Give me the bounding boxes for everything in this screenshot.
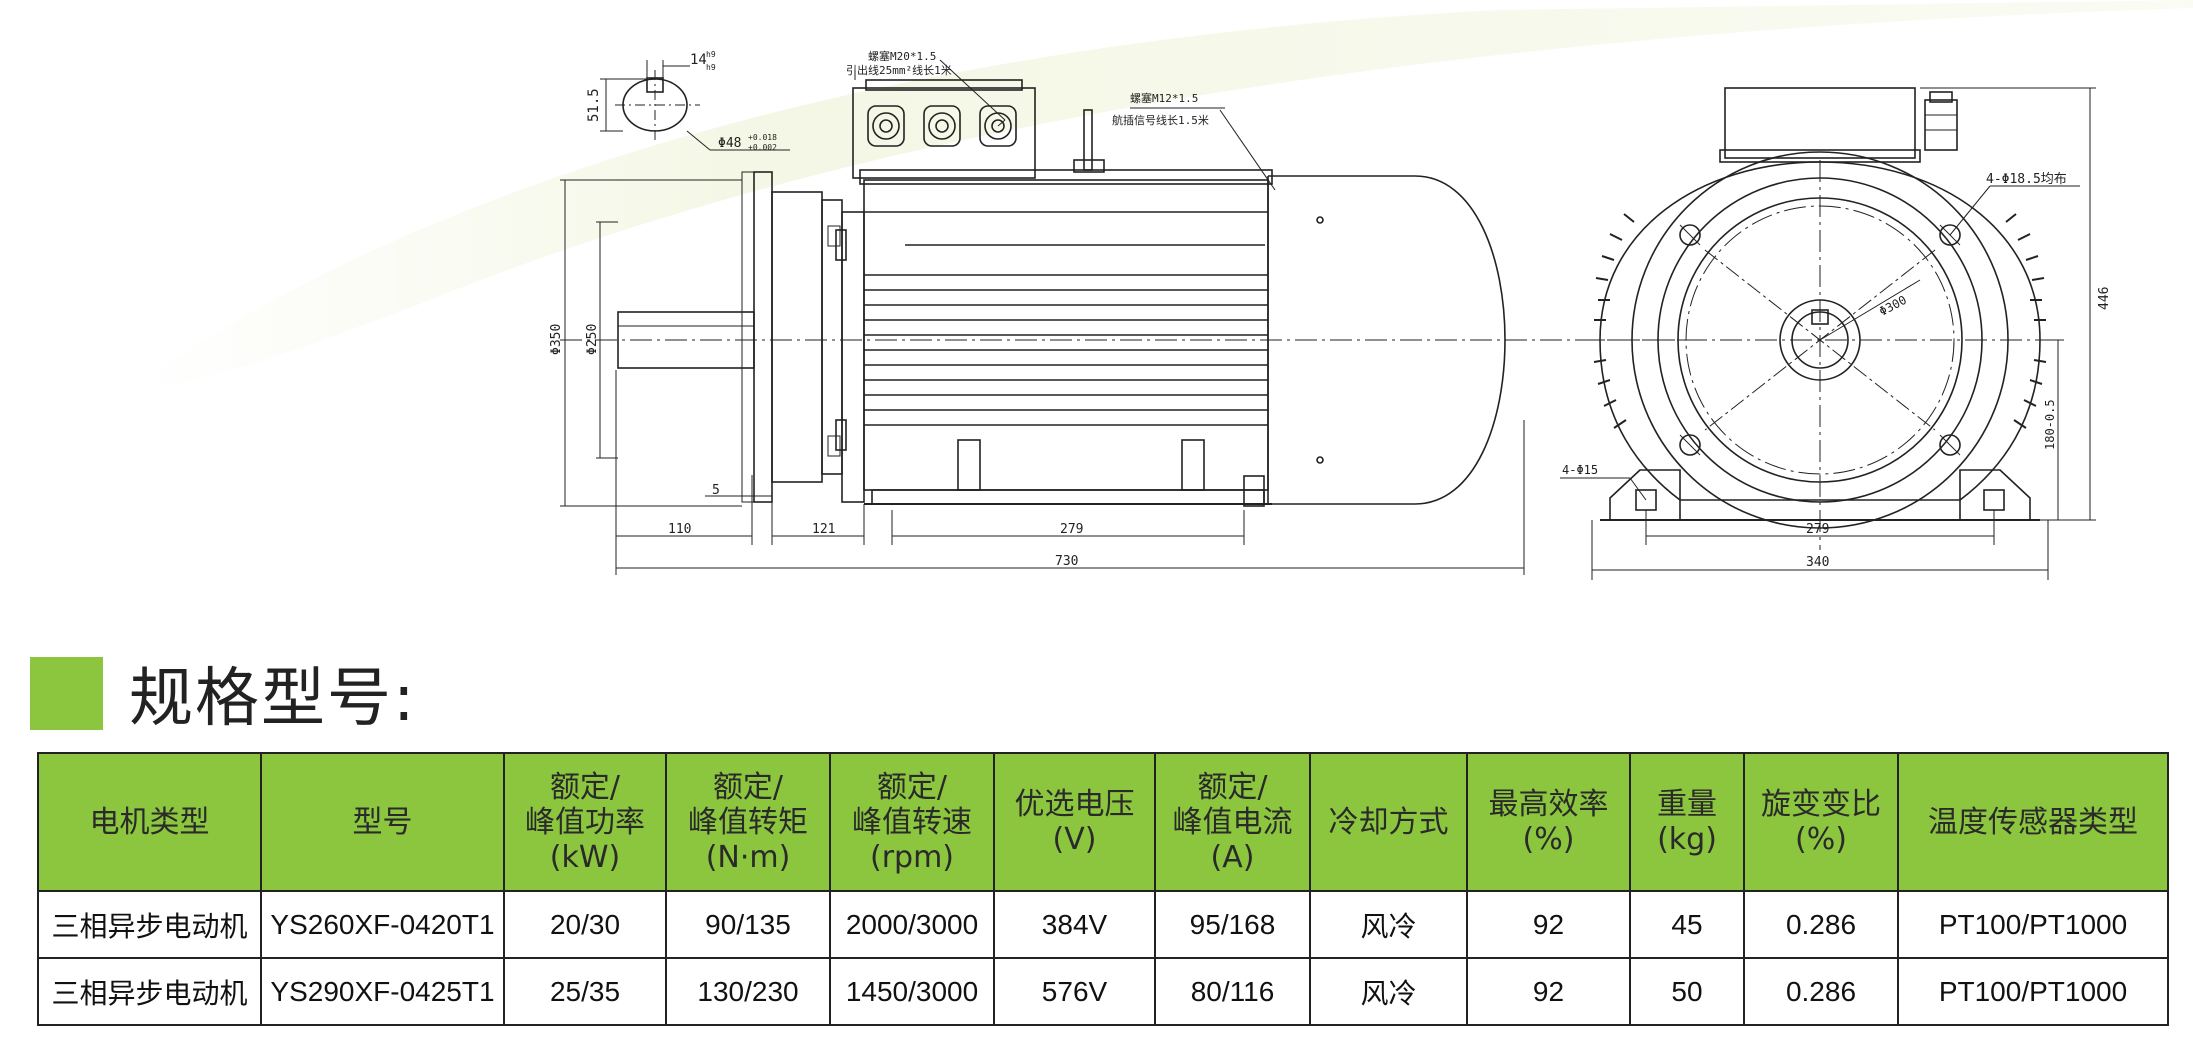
column-header-line: 冷却方式 — [1328, 804, 1449, 840]
table-cell: 0.286 — [1743, 957, 1899, 1026]
column-header: 型号 — [260, 752, 505, 892]
side-view-dimensions — [560, 59, 1525, 575]
background-swoosh — [130, 0, 2193, 390]
table-cell: YS290XF-0425T1 — [260, 957, 505, 1026]
dim-shaft-diameter: Φ48 — [718, 136, 741, 151]
table-header-row: 电机类型型号额定/峰值功率(kW)额定/峰值转矩(N·m)额定/峰值转速(rpm… — [37, 752, 2169, 892]
column-header-line: 额定/ — [1197, 769, 1268, 805]
column-header-line: 额定/ — [876, 769, 948, 805]
table-cell: 风冷 — [1309, 890, 1468, 959]
dim-flange-outer: Φ350 — [549, 324, 564, 355]
column-header: 优选电压(V) — [993, 752, 1156, 892]
motor-front-view — [1580, 87, 2060, 550]
dim-180: 180-0.5 — [2043, 399, 2057, 450]
column-header-line: 优选电压 — [1014, 787, 1135, 822]
dim-holes-top: 4-Φ18.5均布 — [1986, 172, 2067, 187]
column-header-line: (%) — [1522, 822, 1575, 857]
motor-technical-drawing: 14 h9 h9 51.5 Φ48 +0.018 +0.002 螺塞M20*1.… — [130, 0, 2193, 580]
table-cell: 三相异步电动机 — [37, 890, 262, 959]
shaft-section-view — [600, 60, 790, 151]
table-cell: YS260XF-0420T1 — [260, 890, 505, 959]
note-signal-1: 螺塞M12*1.5 — [1130, 91, 1198, 105]
column-header-line: (kW) — [549, 839, 621, 875]
dim-flange-inner: Φ250 — [585, 324, 600, 355]
column-header-line: 电机类型 — [89, 804, 210, 840]
dim-key-tol2: h9 — [706, 63, 716, 72]
column-header-line: (A) — [1210, 839, 1255, 875]
dim-279-front: 279 — [1806, 522, 1829, 537]
column-header: 额定/峰值电流(A) — [1154, 752, 1311, 892]
note-gland-1: 螺塞M20*1.5 — [868, 49, 936, 63]
column-header: 旋变变比(%) — [1743, 752, 1899, 892]
section-marker-square — [30, 656, 103, 730]
table-cell: 1450/3000 — [829, 957, 995, 1026]
dim-key-width: 14 — [690, 52, 707, 68]
column-header-line: (%) — [1795, 822, 1847, 857]
table-cell: 20/30 — [503, 890, 667, 959]
dim-110: 110 — [668, 522, 691, 537]
table-cell: 50 — [1629, 957, 1745, 1026]
column-header-line: 重量 — [1657, 787, 1717, 822]
column-header-line: 峰值功率 — [525, 804, 645, 840]
column-header-line: 额定/ — [712, 769, 784, 805]
column-header: 额定/峰值转矩(N·m) — [665, 752, 831, 892]
dim-5: 5 — [712, 483, 720, 498]
column-header-line: 旋变变比 — [1761, 787, 1881, 822]
column-header-line: 峰值电流 — [1172, 804, 1293, 840]
table-cell: 92 — [1466, 957, 1631, 1026]
column-header: 最高效率(%) — [1466, 752, 1631, 892]
column-header-line: (kg) — [1657, 822, 1717, 857]
table-cell: 45 — [1629, 890, 1745, 959]
dim-446: 446 — [2097, 287, 2112, 310]
dim-340: 340 — [1806, 555, 1829, 570]
note-signal-2: 航插信号线长1.5米 — [1112, 113, 1209, 127]
table-cell: 95/168 — [1154, 890, 1311, 959]
column-header: 额定/峰值转速(rpm) — [829, 752, 995, 892]
table-cell: 25/35 — [503, 957, 667, 1026]
column-header-line: (V) — [1052, 822, 1097, 857]
column-header: 冷却方式 — [1309, 752, 1468, 892]
column-header-line: 峰值转速 — [852, 804, 972, 840]
column-header: 重量(kg) — [1629, 752, 1745, 892]
column-header: 温度传感器类型 — [1897, 752, 2169, 892]
column-header-line: 峰值转矩 — [688, 804, 808, 840]
dim-121: 121 — [812, 522, 835, 537]
dim-foot-holes: 4-Φ15 — [1562, 463, 1598, 477]
spec-table: 电机类型型号额定/峰值功率(kW)额定/峰值转矩(N·m)额定/峰值转速(rpm… — [37, 752, 2169, 1026]
column-header-line: 最高效率 — [1488, 787, 1609, 822]
table-cell: PT100/PT1000 — [1897, 890, 2169, 959]
table-cell: 2000/3000 — [829, 890, 995, 959]
column-header: 电机类型 — [37, 752, 262, 892]
table-cell: 130/230 — [665, 957, 831, 1026]
section-header: 规格型号: — [30, 648, 417, 738]
dim-shaft-tol-bottom: +0.002 — [748, 143, 777, 152]
column-header-line: (N·m) — [705, 839, 791, 875]
column-header-line: 型号 — [352, 804, 413, 840]
dim-shaft-tol-top: +0.018 — [748, 133, 777, 142]
motor-side-view — [560, 79, 1700, 507]
column-header-line: 温度传感器类型 — [1928, 804, 2138, 840]
column-header-line: 额定/ — [549, 769, 621, 805]
column-header: 额定/峰值功率(kW) — [503, 752, 667, 892]
section-title: 规格型号: — [129, 662, 417, 736]
table-cell: 384V — [993, 890, 1156, 959]
table-cell: 92 — [1466, 890, 1631, 959]
note-gland-2: 引出线25mm²线长1米 — [846, 63, 952, 77]
table-cell: 80/116 — [1154, 957, 1311, 1026]
dim-key-height: 51.5 — [586, 88, 602, 122]
table-cell: 三相异步电动机 — [37, 957, 262, 1026]
table-cell: PT100/PT1000 — [1897, 957, 2169, 1026]
table-cell: 风冷 — [1309, 957, 1468, 1026]
dim-key-tol: h9 — [706, 50, 716, 59]
front-view-dimensions — [1560, 87, 2096, 580]
table-cell: 90/135 — [665, 890, 831, 959]
table-cell: 576V — [993, 957, 1156, 1026]
table-cell: 0.286 — [1743, 890, 1899, 959]
column-header-line: (rpm) — [869, 839, 954, 875]
dim-279-side: 279 — [1060, 522, 1083, 537]
dim-730: 730 — [1055, 554, 1078, 569]
